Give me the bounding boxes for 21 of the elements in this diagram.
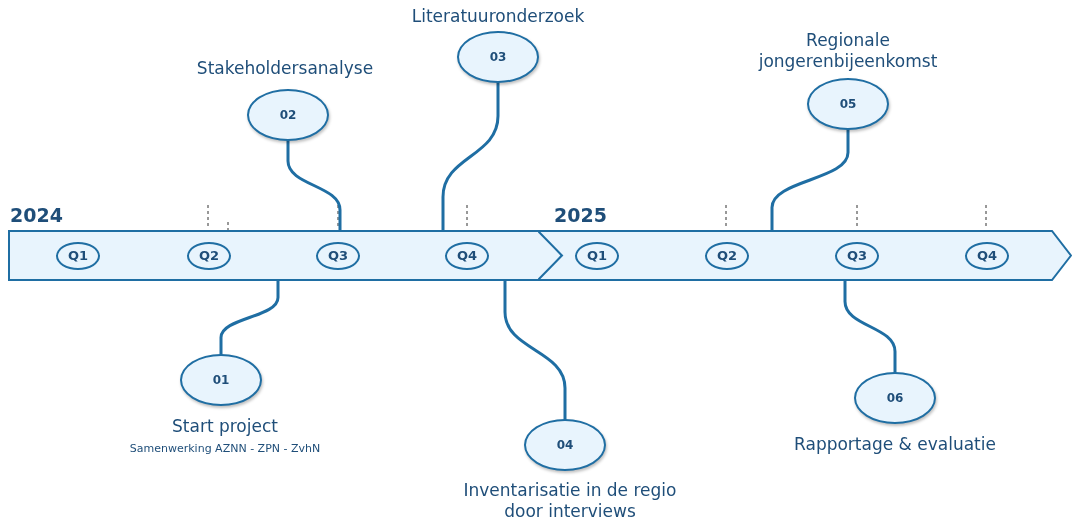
milestone-title: Regionale jongerenbijeenkomst [757,30,939,72]
milestone-title: Inventarisatie in de regio door interviews [462,480,678,522]
connector-line [441,81,500,232]
year-label: 2025 [554,204,607,226]
milestone-subtitle: Samenwerking AZNN - ZPN - ZvhN [128,441,322,457]
milestone-bubble: 06 [854,372,936,424]
milestone-bubble: 01 [180,354,262,406]
milestone-title: Start project [171,416,279,437]
milestone-title: Rapportage & evaluatie [793,434,997,455]
milestone-title: Stakeholdersanalyse [195,58,375,79]
year-label: 2024 [10,204,63,226]
milestone-bubble: 03 [457,31,539,83]
milestone-title: Literatuuronderzoek [410,6,586,27]
milestone-bubble: 05 [807,78,889,130]
connector-line [770,128,850,232]
connector-line [219,279,280,356]
connector-line [843,279,897,374]
milestone-bubble: 02 [247,89,329,141]
connector-line [503,279,567,421]
connector-line [286,139,342,232]
milestone-bubble: 04 [524,419,606,471]
